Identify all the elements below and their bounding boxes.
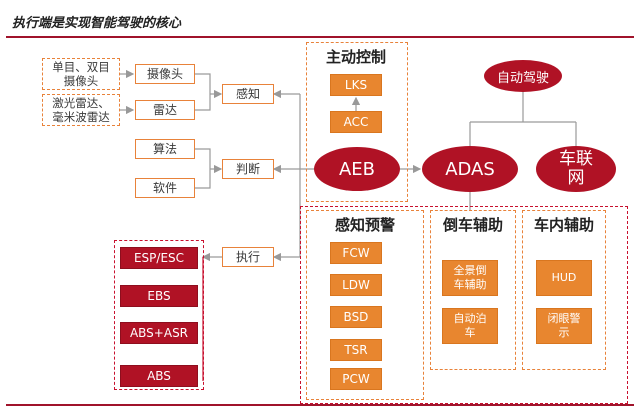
cabin-assist-frame: [522, 210, 606, 370]
warning-heading: 感知预警: [334, 216, 395, 234]
camera-source-line2: 摄像头: [63, 74, 99, 88]
software-node: 软件: [135, 178, 195, 198]
aeb-node: AEB: [314, 147, 400, 191]
execution-item-esp-esc: ESP/ESC: [120, 247, 198, 269]
figure-title: 执行端是实现智能驾驶的核心: [12, 16, 182, 31]
auto-parking-line1: 自动泊: [453, 312, 487, 326]
warning-frame: [306, 210, 424, 400]
acc-node: ACC: [330, 111, 382, 133]
connected-vehicle-node: 车联 网: [536, 146, 616, 192]
fcw-node: FCW: [330, 242, 382, 264]
camera-source-box: 单目、双目 摄像头: [42, 58, 120, 90]
cabin-assist-heading: 车内辅助: [533, 216, 594, 234]
execution-item-ebs: EBS: [120, 285, 198, 307]
eye-closure-warning-node: 闭眼警 示: [536, 308, 592, 344]
auto-parking-node: 自动泊 车: [442, 308, 498, 344]
camera-source-line1: 单目、双目: [52, 59, 110, 74]
connector-judgment-bracket: [195, 148, 211, 189]
connected-vehicle-line2: 网: [567, 168, 585, 188]
hud-node: HUD: [536, 260, 592, 296]
radar-source-line1: 激光雷达、: [52, 95, 110, 110]
adas-functions-frame: [300, 206, 628, 404]
radar-node: 雷达: [135, 100, 195, 120]
execution-item-abs-asr: ABS+ASR: [120, 322, 198, 344]
bottom-rule: [6, 404, 634, 406]
camera-node: 摄像头: [135, 64, 195, 84]
connector-sensor-bracket: [195, 73, 211, 111]
connected-vehicle-line1: 车联: [559, 149, 593, 170]
pcw-node: PCW: [330, 368, 382, 390]
radar-source-box: 激光雷达、 毫米波雷达: [42, 94, 120, 126]
autonomous-driving-node: 自动驾驶: [484, 60, 562, 92]
radar-source-line2: 毫米波雷达: [52, 110, 110, 124]
auto-parking-line2: 车: [464, 326, 476, 339]
hud-line1: HUD: [551, 271, 577, 285]
ldw-node: LDW: [330, 274, 382, 296]
adas-node: ADAS: [422, 146, 518, 192]
execution-group-frame: [114, 240, 204, 390]
bsd-node: BSD: [330, 306, 382, 328]
reverse-assist-heading: 倒车辅助: [442, 216, 503, 234]
judgment-stage: 判断: [222, 159, 274, 179]
surround-view-line1: 全景倒: [453, 264, 487, 278]
active-control-heading: 主动控制: [325, 48, 386, 66]
execution-stage: 执行: [222, 247, 274, 267]
reverse-assist-frame: [430, 210, 516, 370]
active-control-frame: [306, 42, 408, 202]
eye-closure-warning-line1: 闭眼警: [547, 312, 581, 326]
execution-item-abs: ABS: [120, 365, 198, 387]
lks-node: LKS: [330, 74, 382, 96]
eye-closure-warning-line2: 示: [558, 326, 570, 339]
perception-stage: 感知: [222, 84, 274, 104]
title-rule: [6, 36, 634, 38]
algorithm-node: 算法: [135, 139, 195, 159]
surround-view-node: 全景倒 车辅助: [442, 260, 498, 296]
surround-view-line2: 车辅助: [453, 278, 487, 291]
tsr-node: TSR: [330, 339, 382, 361]
